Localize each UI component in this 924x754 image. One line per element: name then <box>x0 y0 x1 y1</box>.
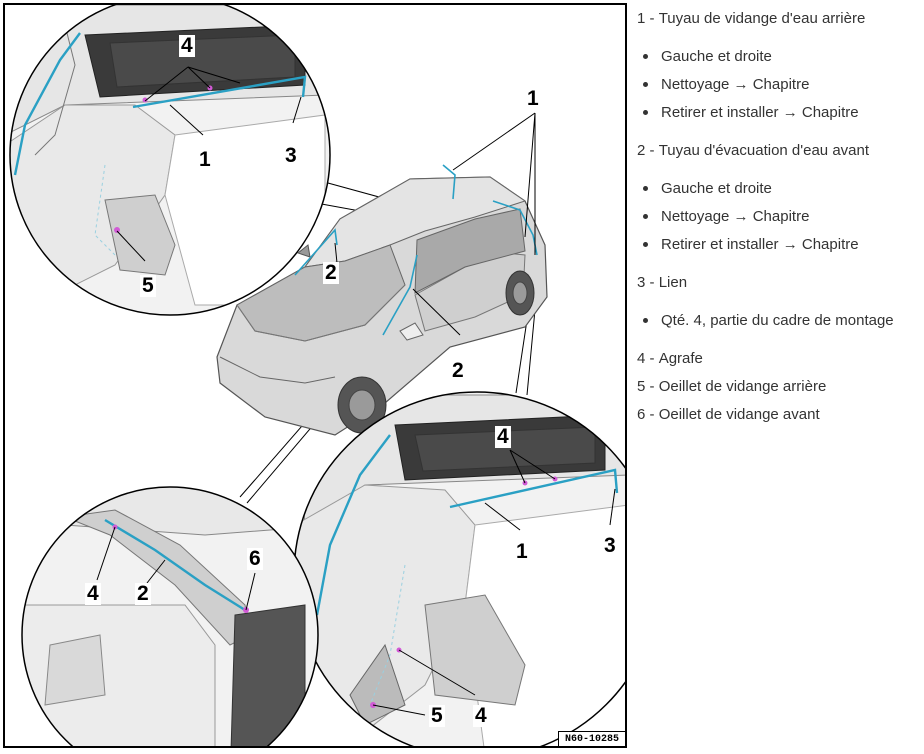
legend-item: 5 - Oeillet de vidange arrière <box>637 372 921 400</box>
detail-circle-front <box>21 486 319 746</box>
legend-item-text: Tuyau d'évacuation d'eau avant <box>658 141 870 159</box>
legend-item: 4 - Agrafe <box>637 344 921 372</box>
legend-item-number: 3 - <box>637 273 659 291</box>
callout-5-rear-top: 5 <box>140 274 156 297</box>
legend-sub-item: Nettoyage → Chapitre <box>637 70 921 98</box>
figure-code-label: N60-10285 <box>558 731 625 746</box>
callout-2-car-pillar: 2 <box>450 359 466 382</box>
legend-item-number: 2 - <box>637 141 659 159</box>
callout-4-rear-bottom-lower: 4 <box>473 704 489 727</box>
legend-sub-item: Gauche et droite <box>637 42 921 70</box>
legend-sub-item: Retirer et installer → Chapitre <box>637 98 921 126</box>
spacer <box>637 334 921 344</box>
leader-lines-top <box>452 112 536 255</box>
legend-sub-item: Gauche et droite <box>637 174 921 202</box>
exploded-view-figure: 1 4 1 3 5 2 2 4 1 3 5 4 4 2 6 N60-10285 <box>3 3 627 748</box>
legend-item-text: Agrafe <box>658 349 703 367</box>
figure-drawing <box>9 5 625 746</box>
callout-2-car-roof: 2 <box>323 261 339 284</box>
legend-item-title: 6 - Oeillet de vidange avant <box>637 400 921 428</box>
legend-item-title: 3 - Lien <box>637 268 921 296</box>
legend-item-title: 1 - Tuyau de vidange d'eau arrière <box>637 4 921 32</box>
spacer <box>637 32 921 42</box>
legend-item: 6 - Oeillet de vidange avant <box>637 400 921 428</box>
legend-sub-list: Qté. 4, partie du cadre de montage <box>637 306 921 334</box>
callout-1-rear-bottom: 1 <box>514 540 530 563</box>
legend-item-title: 5 - Oeillet de vidange arrière <box>637 372 921 400</box>
detail-circle-rear-top <box>9 5 331 316</box>
legend-item-number: 4 - <box>637 349 659 367</box>
spacer <box>637 164 921 174</box>
callout-4-rear-bottom: 4 <box>495 425 511 448</box>
legend-item-text: Oeillet de vidange avant <box>658 405 820 423</box>
callout-1-top: 1 <box>525 87 541 110</box>
callout-4-rear-top: 4 <box>179 34 195 57</box>
callout-3-rear-top: 3 <box>283 144 299 167</box>
callout-3-rear-bottom: 3 <box>602 534 618 557</box>
legend-sub-item: Retirer et installer → Chapitre <box>637 230 921 258</box>
detail-circle-rear-bottom <box>293 391 625 746</box>
spacer <box>637 258 921 268</box>
legend-item-text: Oeillet de vidange arrière <box>658 377 827 395</box>
legend-sub-item: Nettoyage → Chapitre <box>637 202 921 230</box>
legend-item-number: 1 - <box>637 9 659 27</box>
callout-1-rear-top: 1 <box>197 148 213 171</box>
legend-item-text: Tuyau de vidange d'eau arrière <box>658 9 866 27</box>
legend-item-number: 6 - <box>637 405 659 423</box>
spacer <box>637 296 921 306</box>
legend-item-title: 2 - Tuyau d'évacuation d'eau avant <box>637 136 921 164</box>
legend-sub-item: Qté. 4, partie du cadre de montage <box>637 306 921 334</box>
callout-2-front: 2 <box>135 582 151 605</box>
legend-item-text: Lien <box>658 273 688 291</box>
spacer <box>637 126 921 136</box>
callout-4-front: 4 <box>85 582 101 605</box>
callout-5-rear-bottom: 5 <box>429 704 445 727</box>
callout-6-front: 6 <box>247 547 263 570</box>
legend-item-title: 4 - Agrafe <box>637 344 921 372</box>
legend-item-number: 5 - <box>637 377 659 395</box>
car-body-illustration <box>216 164 548 436</box>
